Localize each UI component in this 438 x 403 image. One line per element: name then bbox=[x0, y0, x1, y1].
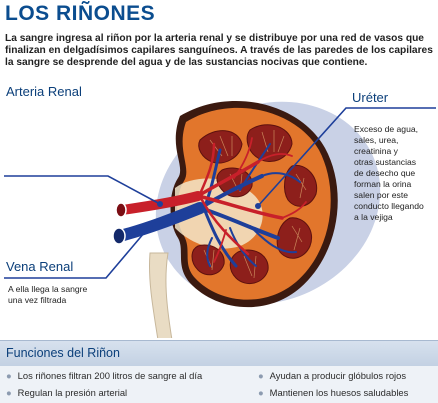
ureter-note-line: a la vejiga bbox=[354, 212, 393, 222]
ureter-note-line: forman la orina bbox=[354, 179, 412, 189]
bullet-icon: ● bbox=[258, 387, 264, 398]
ureter-note-line: sales, urea, bbox=[354, 135, 399, 145]
function-item: ●Ayudan a producir glóbulos rojos bbox=[258, 370, 407, 381]
ureter-note: Exceso de agua, sales, urea, creatinina … bbox=[354, 124, 424, 223]
functions-heading: Funciones del Riñon bbox=[6, 346, 120, 360]
functions-list: ●Los riñones filtran 200 litros de sangr… bbox=[0, 366, 438, 403]
ureter-note-line: salen por este bbox=[354, 190, 408, 200]
arteria-leader-dot bbox=[157, 201, 163, 207]
vena-leader-dot bbox=[147, 223, 153, 229]
vena-note-line-2: una vez filtrada bbox=[8, 295, 67, 305]
function-item: ●Regulan la presión arterial bbox=[6, 387, 128, 398]
ureter-tube bbox=[148, 252, 173, 341]
ureter-note-line: creatinina y bbox=[354, 146, 398, 156]
page-title: LOS RIÑONES bbox=[5, 2, 156, 25]
vena-note-line-1: A ella llega la sangre bbox=[8, 284, 88, 294]
intro-paragraph: La sangre ingresa al riñon por la arteri… bbox=[5, 33, 433, 69]
vessel-cut-ends bbox=[112, 202, 127, 245]
function-item: ●Mantienen los huesos saludables bbox=[258, 387, 409, 398]
function-item: ●Los riñones filtran 200 litros de sangr… bbox=[6, 370, 203, 381]
bullet-icon: ● bbox=[6, 370, 12, 381]
bullet-icon: ● bbox=[258, 370, 264, 381]
ureter-label: Uréter bbox=[352, 90, 389, 105]
ureter-note-line: otras sustancias bbox=[354, 157, 417, 167]
bullet-icon: ● bbox=[6, 387, 12, 398]
ureter-note-line: Exceso de agua, bbox=[354, 124, 419, 134]
ureter-note-line: conducto llegando bbox=[354, 201, 424, 211]
arteria-leader bbox=[4, 175, 161, 205]
ureter-leader-dot bbox=[255, 203, 261, 209]
vena-note: A ella llega la sangre una vez filtrada bbox=[8, 284, 87, 306]
ureter-note-line: de desecho que bbox=[354, 168, 416, 178]
ureter-leader bbox=[257, 107, 436, 207]
vena-renal-label: Vena Renal bbox=[6, 259, 74, 274]
arteria-renal-label: Arteria Renal bbox=[6, 84, 82, 99]
kidney-diagram: Arteria Renal Vena Renal A ella llega la… bbox=[0, 78, 438, 341]
vena-leader bbox=[4, 225, 151, 279]
functions-header: Funciones del Riñon bbox=[0, 340, 438, 366]
